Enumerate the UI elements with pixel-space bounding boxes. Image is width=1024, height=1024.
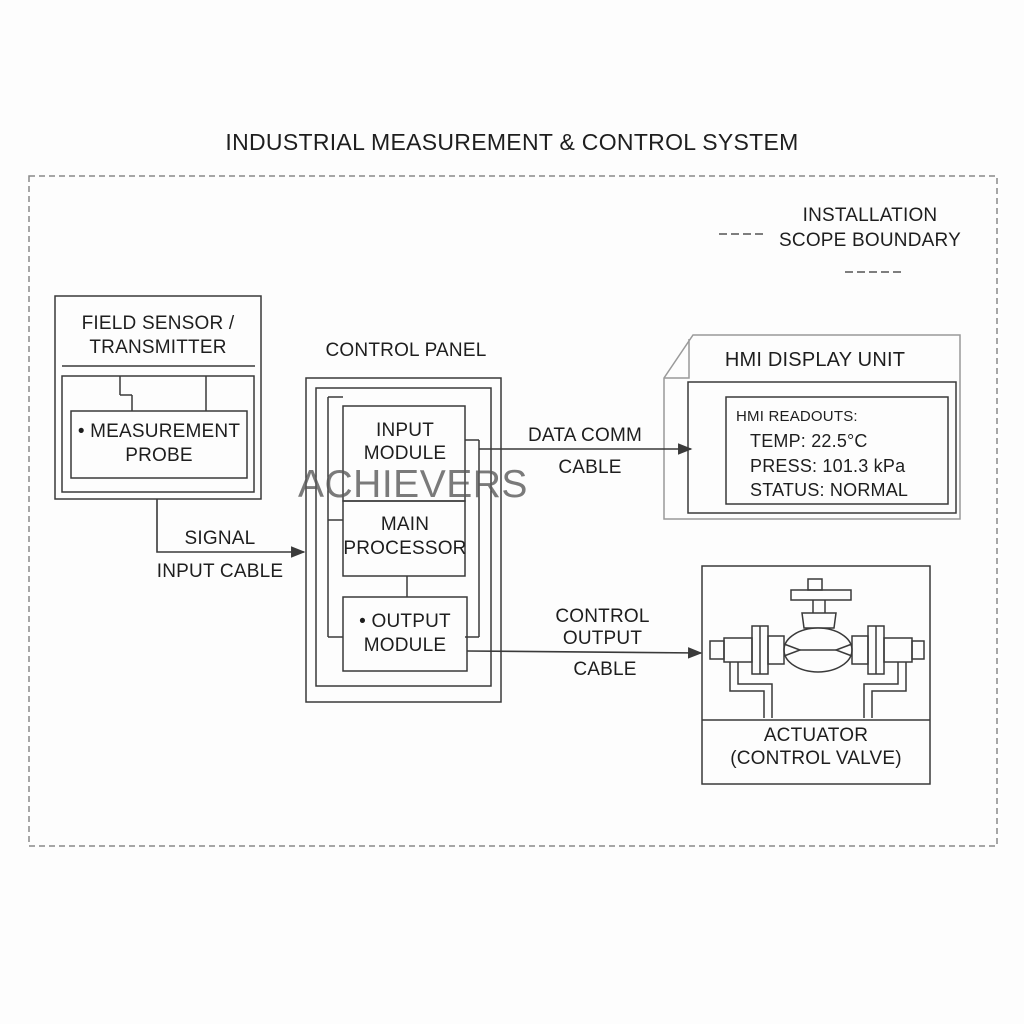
actuator-box <box>701 565 931 785</box>
field-sensor-title-line2: TRANSMITTER <box>89 337 227 358</box>
control-panel-title: CONTROL PANEL <box>325 340 487 361</box>
control-cable-label-line2: OUTPUT <box>562 628 643 649</box>
control-output-cable <box>466 647 703 659</box>
input-module-label-line1: INPUT <box>376 420 434 441</box>
signal-input-cable <box>156 499 306 558</box>
boundary-legend-label-line2: SCOPE BOUNDARY <box>779 230 961 251</box>
cables <box>156 443 703 659</box>
control-cable-label-line1: CONTROL <box>555 606 650 627</box>
measurement-probe-label-line2: PROBE <box>125 445 193 466</box>
field-sensor-title-line1: FIELD SENSOR / <box>81 313 235 334</box>
control-panel-box <box>305 377 502 703</box>
boundary-legend-dashes <box>719 233 905 273</box>
output-module-box <box>342 596 468 672</box>
diagram-title: INDUSTRIAL MEASUREMENT & CONTROL SYSTEM <box>225 129 799 155</box>
boundary-legend-label-line1: INSTALLATION <box>802 205 938 226</box>
control-cable-label-line3: CABLE <box>573 659 637 680</box>
signal-cable-label-line1: SIGNAL <box>184 528 256 549</box>
measurement-probe-label-line1: • MEASUREMENT <box>77 421 241 442</box>
main-processor-box <box>342 500 466 577</box>
main-processor-label-line1: MAIN <box>380 514 430 535</box>
input-module-label-line2: MODULE <box>363 443 447 464</box>
output-module-label-line1: • OUTPUT <box>359 611 451 632</box>
installation-boundary <box>28 175 998 847</box>
data-comm-label-line1: DATA COMM <box>527 425 643 446</box>
hmi-readouts-heading: HMI READOUTS: <box>736 408 858 425</box>
control-valve-icon <box>709 578 925 718</box>
hmi-title: HMI DISPLAY UNIT <box>724 349 906 371</box>
watermark-text: ACHIEVERS <box>298 463 528 506</box>
actuator-label-line2: (CONTROL VALVE) <box>730 748 902 769</box>
data-comm-label-line2: CABLE <box>558 457 622 478</box>
signal-cable-label-line2: INPUT CABLE <box>156 561 284 582</box>
hmi-status-readout: STATUS: NORMAL <box>750 480 909 500</box>
main-processor-label-line2: PROCESSOR <box>343 538 467 559</box>
actuator-label-line1: ACTUATOR <box>763 725 869 746</box>
field-sensor-box <box>54 295 262 500</box>
hmi-press-readout: PRESS: 101.3 kPa <box>750 456 906 476</box>
output-module-label-line2: MODULE <box>363 635 447 656</box>
hmi-temp-readout: TEMP: 22.5°C <box>750 431 868 451</box>
